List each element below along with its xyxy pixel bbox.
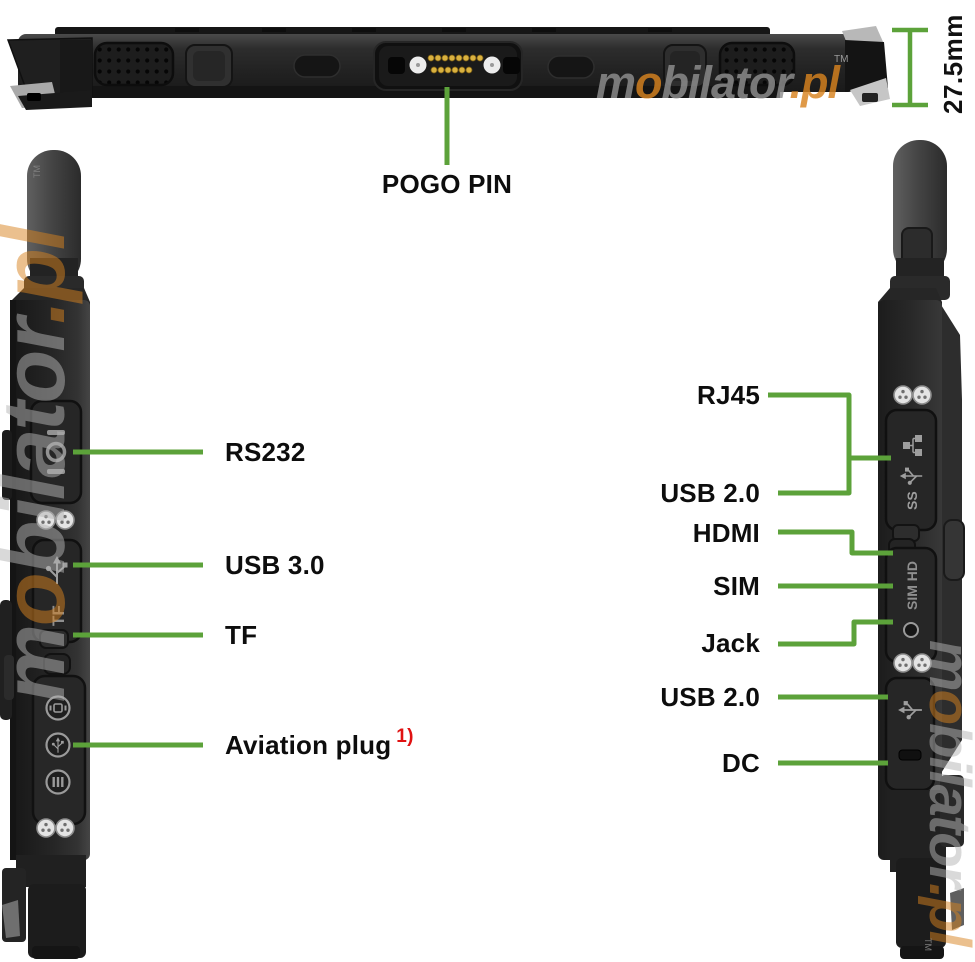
rj45-usb-port-cover: SS (884, 408, 938, 532)
device-bottom (2, 855, 86, 959)
power-button (663, 44, 707, 88)
aviation-plug-cover (31, 674, 87, 826)
watermark-logo: mobilator.pl (0, 224, 83, 702)
top-edge-under (90, 86, 780, 98)
trademark-mark: TM (834, 54, 848, 65)
latch-catch (43, 653, 71, 675)
callout-label-rs232: RS232 (225, 437, 306, 467)
seam (262, 28, 286, 32)
aviation-usb-icon (45, 732, 71, 758)
sim-hdmi-port-cover: SIM HD (884, 546, 938, 664)
screw-icon (893, 653, 913, 673)
kickstand-latch (943, 519, 965, 581)
tf-engraving: TF (49, 605, 68, 626)
aviation-plug-text: Aviation plug (225, 730, 392, 760)
watermark-logo: mobilator.pl (917, 640, 975, 949)
callout-label-usb3: USB 3.0 (225, 550, 325, 580)
callout-label-jack: Jack (701, 628, 760, 658)
pogo-pin-connector (373, 41, 523, 91)
usb3-tf-port-cover: TF (31, 538, 83, 649)
callout-label-usb2-bottom: USB 2.0 (660, 682, 760, 712)
aviation-serial-icon (45, 695, 71, 721)
side-bump (4, 655, 14, 700)
seam (352, 28, 376, 32)
jack-icon (903, 622, 919, 638)
speaker-grille (718, 41, 796, 87)
callout-label-pogo-pin: POGO PIN (381, 169, 513, 199)
slot-pill (293, 54, 341, 78)
seam (442, 28, 466, 32)
watermark-logo: mobilator.pl (596, 57, 842, 108)
thickness-dimension-label: 27.5mm (938, 14, 968, 114)
cover-latch (39, 629, 69, 649)
callout-label-dc: DC (722, 748, 760, 778)
seam (648, 28, 672, 32)
callout-label-rj45: RJ45 (697, 380, 760, 410)
device-bottom (890, 775, 964, 959)
right-edge-view: SS SIM HD mobilator.pl TM (878, 140, 975, 959)
callout-label-hdmi: HDMI (692, 518, 760, 548)
callout-line-hdmi (778, 529, 893, 556)
rs232-icon (45, 430, 67, 474)
usb-dc-port-cover (884, 676, 936, 792)
callout-label-sim: SIM (713, 571, 760, 601)
screw-icon (55, 818, 75, 838)
usb3-ss-engraving: SS (904, 491, 920, 510)
footnote-marker: 1) (396, 726, 414, 747)
slot-pill (547, 55, 595, 79)
screw-icon (36, 818, 56, 838)
side-button (185, 44, 233, 88)
speaker-grille (93, 41, 175, 87)
seam (532, 28, 556, 32)
aviation-dc-icon (45, 769, 71, 795)
trademark-mark: TM (32, 165, 42, 178)
edge-shadow (10, 300, 16, 860)
left-edge-view: TF (0, 150, 90, 959)
dimension-bracket (892, 27, 928, 108)
screw-icon (893, 385, 913, 405)
dc-socket (898, 749, 922, 761)
handle-top (27, 150, 81, 285)
screw-icon (912, 385, 932, 405)
pogo-pins (427, 54, 484, 74)
callout-lines (73, 27, 928, 766)
right-end-cap (842, 26, 890, 106)
ethernet-icon (903, 435, 922, 456)
callout-label-usb2-top: USB 2.0 (660, 478, 760, 508)
callout-bracket-rj45-usb (768, 392, 852, 496)
callout-line-jack (778, 619, 893, 647)
sim-hd-engraving: SIM HD (904, 561, 920, 610)
seam (175, 28, 199, 32)
trademark-mark: TM (923, 938, 933, 951)
left-end-cap (6, 37, 93, 110)
top-edge-view: mobilator.pl TM (6, 26, 890, 110)
side-latch (2, 430, 12, 500)
callout-label-tf: TF (225, 620, 258, 650)
